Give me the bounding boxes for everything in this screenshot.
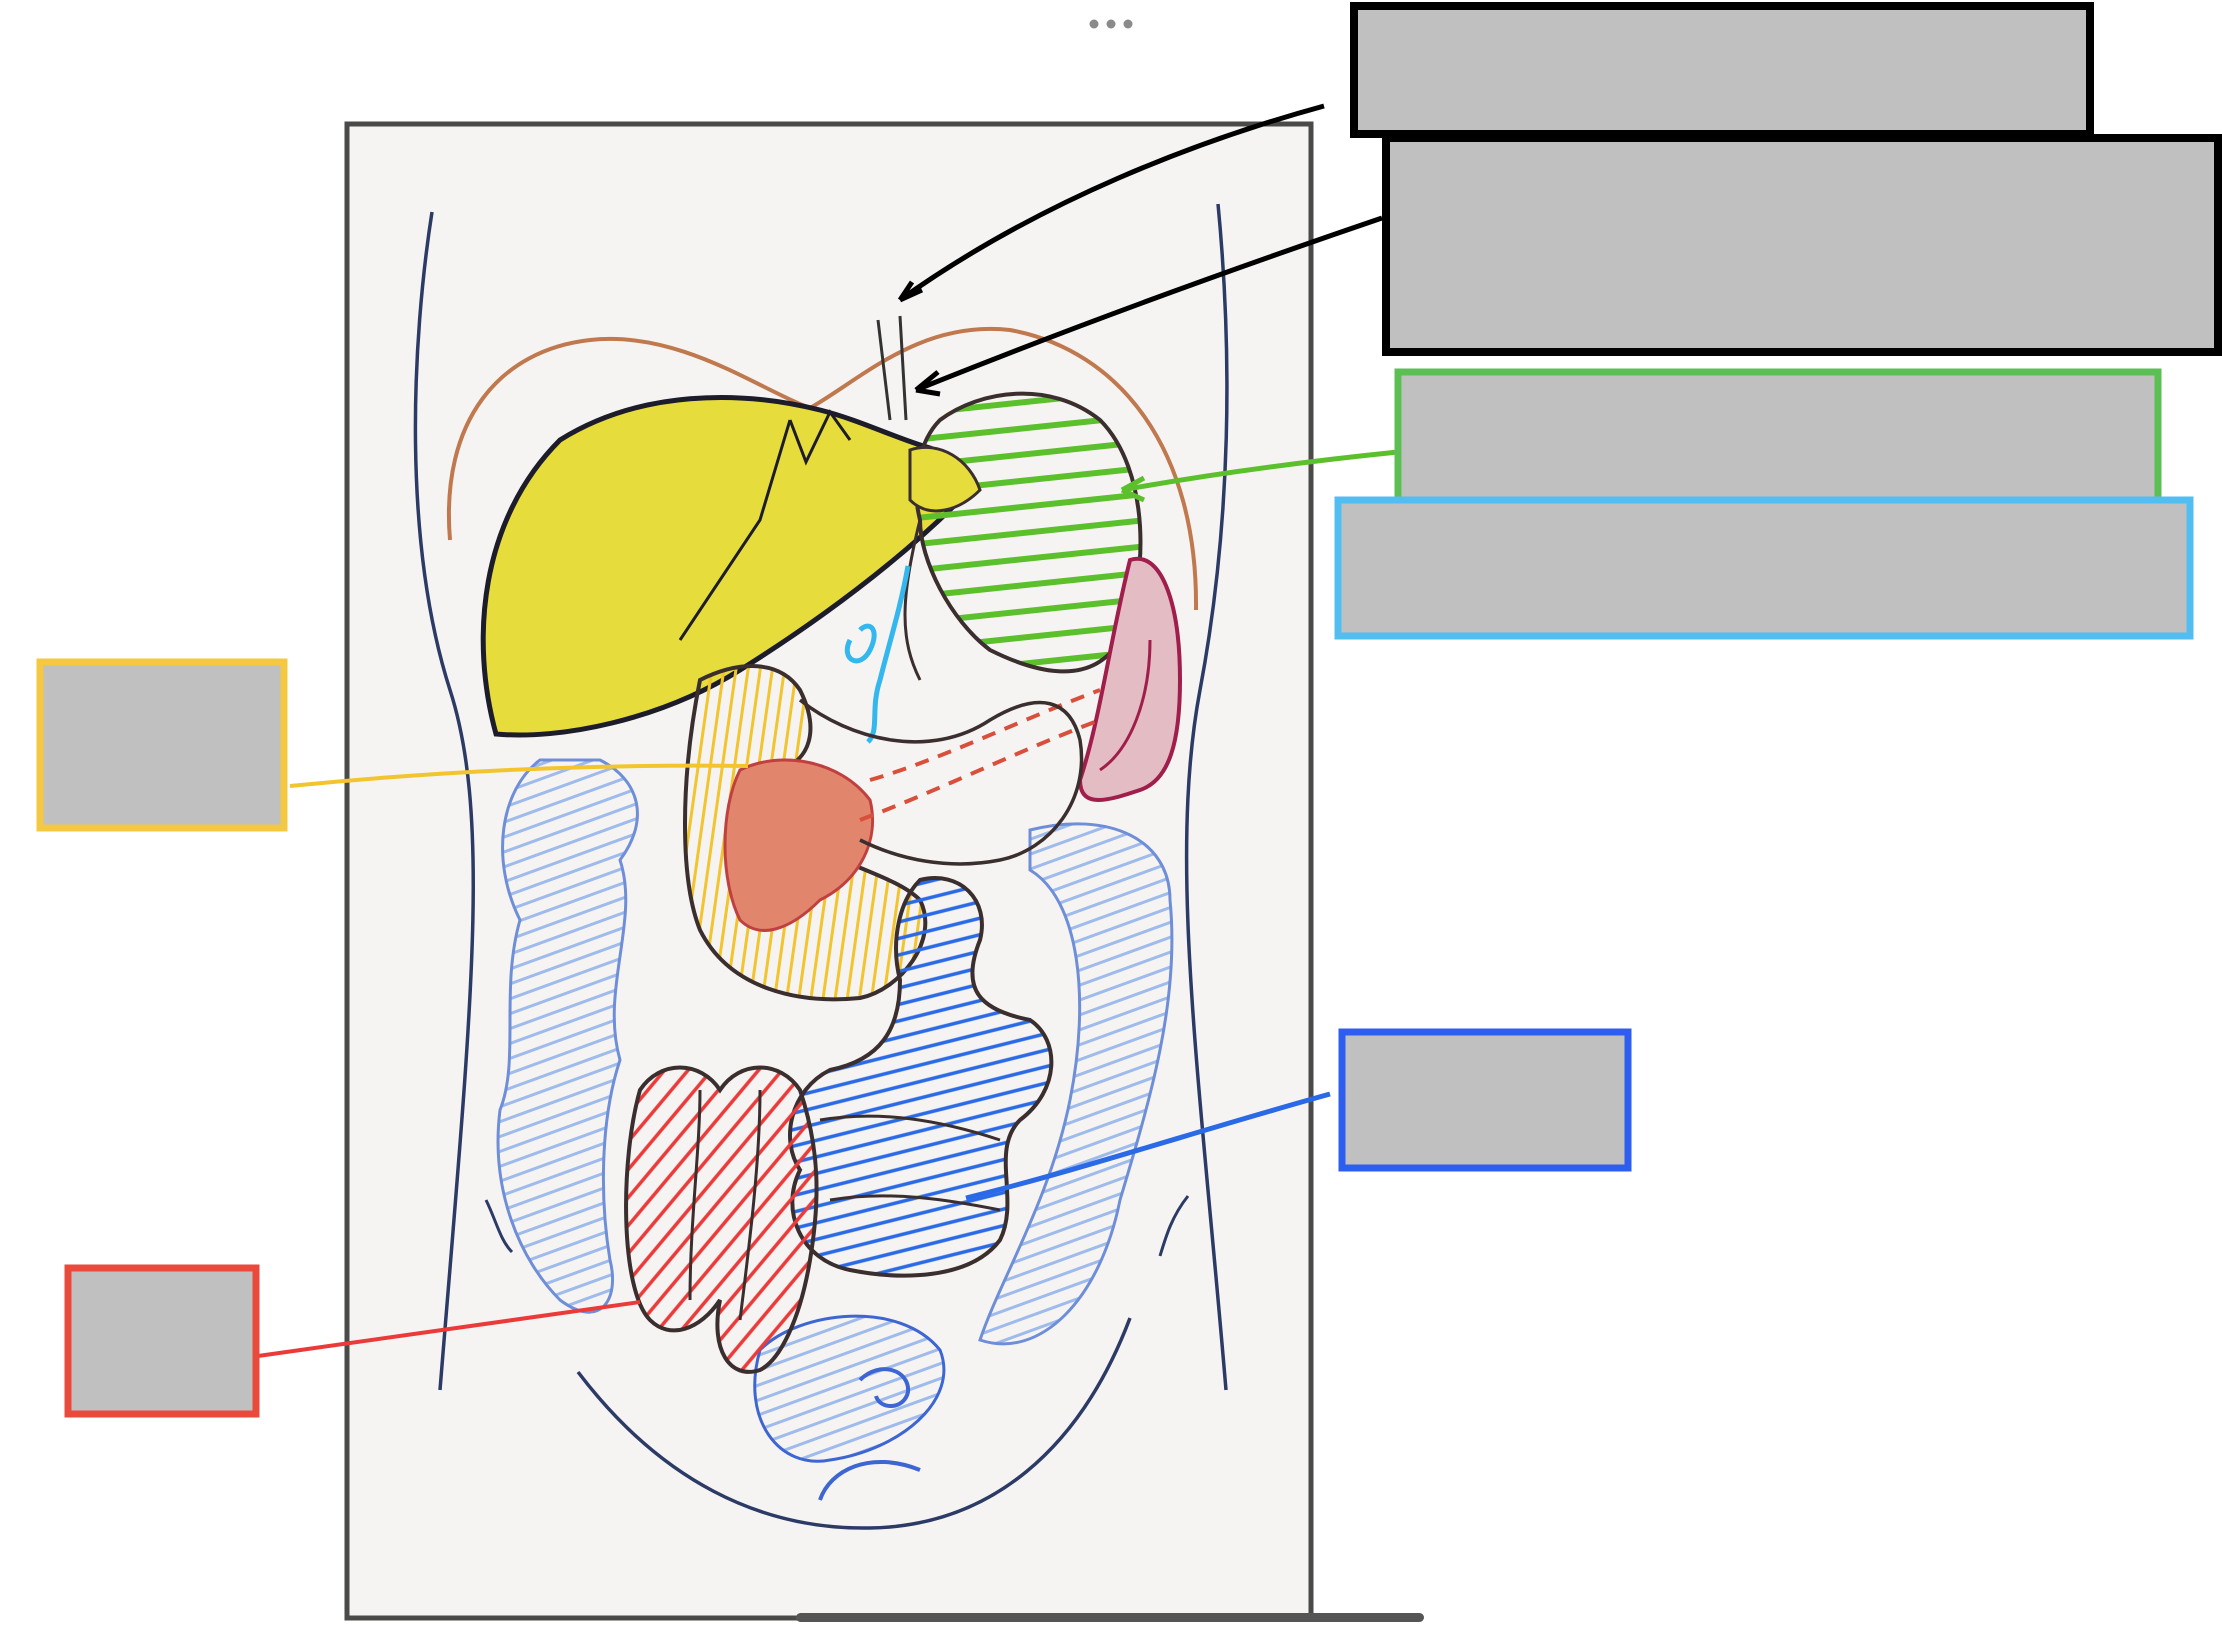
label-box-stomach[interactable] — [1394, 368, 2162, 504]
stomach — [903, 391, 1143, 681]
stomach-lower-wall — [798, 698, 1084, 866]
colon — [496, 758, 1174, 1501]
leader-esophagus — [898, 103, 1325, 303]
more-horizontal-icon[interactable] — [1089, 19, 1133, 29]
label-boxes[interactable] — [36, 2, 2222, 1418]
pelvis-outline — [576, 1317, 1132, 1530]
liver-lobe-line — [678, 419, 792, 641]
label-box-gallbladder-duct[interactable] — [1334, 496, 2194, 640]
pancreas — [723, 758, 875, 932]
leader-lines — [257, 103, 1399, 1358]
leader-esophagus-arrow — [897, 280, 924, 303]
label-box-ileum[interactable] — [64, 1264, 260, 1418]
hip-mark-right — [1158, 1195, 1190, 1257]
pancreas-tail-2 — [859, 718, 1101, 822]
label-box-jejunum[interactable] — [1338, 1028, 1632, 1172]
esophagus — [876, 315, 908, 421]
liver-notch — [788, 409, 852, 466]
horizontal-scrollbar[interactable] — [796, 1613, 1424, 1622]
leader-ileum — [257, 1300, 641, 1358]
anatomy-drawing — [344, 121, 1314, 1621]
body-outline-right — [1184, 203, 1229, 1391]
hip-mark-left — [484, 1199, 514, 1254]
label-box-duodenum[interactable] — [36, 658, 288, 832]
leader-duodenum — [289, 763, 749, 788]
gallbladder-duct — [844, 565, 911, 744]
leader-stomach — [1121, 449, 1399, 493]
leader-stomach-arrow — [1120, 475, 1146, 503]
body-outline-left — [413, 211, 476, 1391]
label-box-gastroesophageal-junction[interactable] — [1382, 134, 2222, 356]
spleen-inner — [1099, 639, 1152, 772]
leader-jejunum — [965, 1091, 1331, 1201]
leader-ge-junction-arrow — [914, 370, 941, 397]
pancreas-tail — [869, 688, 1101, 782]
label-box-esophagus[interactable] — [1350, 2, 2094, 138]
leader-ge-junction — [915, 215, 1383, 393]
spleen — [1077, 556, 1183, 802]
jejunum — [788, 876, 1054, 1278]
ileum — [624, 1065, 819, 1374]
